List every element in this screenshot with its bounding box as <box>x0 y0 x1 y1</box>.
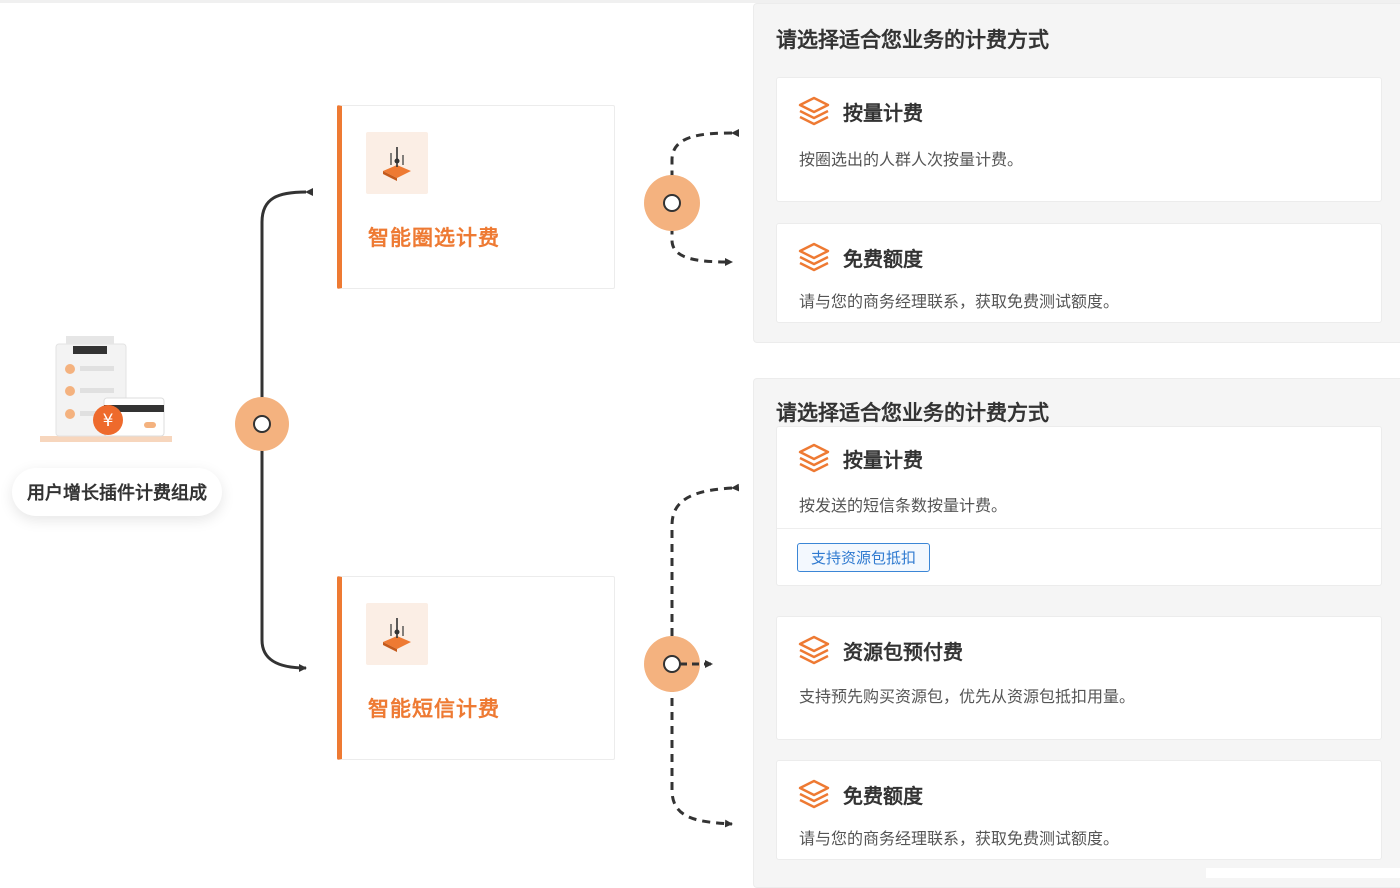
option-card-pay-per-use[interactable]: 按量计费 按圈选出的人群人次按量计费。 <box>776 77 1382 202</box>
option-description: 请与您的商务经理联系，获取免费测试额度。 <box>799 292 1120 311</box>
option-card-pay-per-use[interactable]: 按量计费 按发送的短信条数按量计费。 支持资源包抵扣 <box>776 426 1382 586</box>
top-node <box>663 194 681 212</box>
layers-icon <box>798 443 830 473</box>
category-title: 智能短信计费 <box>368 697 500 721</box>
option-title: 按量计费 <box>843 100 923 125</box>
category-card-audience[interactable]: 智能圈选计费 <box>337 105 615 289</box>
layers-icon <box>798 779 830 809</box>
bottom-node <box>663 655 681 673</box>
branch-line-top <box>670 128 740 266</box>
select-chart-icon <box>366 132 428 194</box>
option-card-free-quota[interactable]: 免费额度 请与您的商务经理联系，获取免费测试额度。 <box>776 760 1382 860</box>
option-title: 免费额度 <box>843 783 923 808</box>
category-title: 智能圈选计费 <box>368 226 500 250</box>
select-chart-icon <box>366 603 428 665</box>
option-description: 按圈选出的人群人次按量计费。 <box>799 150 1024 169</box>
root-node <box>253 415 271 433</box>
panel-title: 请选择适合您业务的计费方式 <box>776 401 1049 425</box>
billing-clipboard-illustration: ¥ <box>40 336 172 442</box>
layers-icon <box>798 242 830 272</box>
root-label: 用户增长插件计费组成 <box>12 468 222 516</box>
option-divider <box>777 528 1381 529</box>
layers-icon <box>798 96 830 126</box>
option-title: 按量计费 <box>843 447 923 472</box>
option-card-prepaid-pack[interactable]: 资源包预付费 支持预先购买资源包，优先从资源包抵扣用量。 <box>776 616 1382 740</box>
billing-panel-sms: 请选择适合您业务的计费方式 按量计费 按发送的短信条数按量计费。 支持资源包抵扣… <box>753 378 1400 888</box>
category-card-sms[interactable]: 智能短信计费 <box>337 576 615 760</box>
option-description: 请与您的商务经理联系，获取免费测试额度。 <box>799 829 1120 848</box>
panel-title: 请选择适合您业务的计费方式 <box>776 28 1049 52</box>
option-description: 支持预先购买资源包，优先从资源包抵扣用量。 <box>799 687 1136 706</box>
option-title: 免费额度 <box>843 246 923 271</box>
svg-text:¥: ¥ <box>103 411 114 431</box>
billing-panel-audience: 请选择适合您业务的计费方式 按量计费 按圈选出的人群人次按量计费。 免费额度 请… <box>753 3 1400 343</box>
layers-icon <box>798 635 830 665</box>
top-divider <box>0 0 1400 3</box>
resource-pack-tag[interactable]: 支持资源包抵扣 <box>797 543 931 572</box>
option-description: 按发送的短信条数按量计费。 <box>799 496 1008 515</box>
page-edge <box>1206 868 1400 878</box>
option-card-free-quota[interactable]: 免费额度 请与您的商务经理联系，获取免费测试额度。 <box>776 223 1382 323</box>
option-title: 资源包预付费 <box>843 639 963 664</box>
